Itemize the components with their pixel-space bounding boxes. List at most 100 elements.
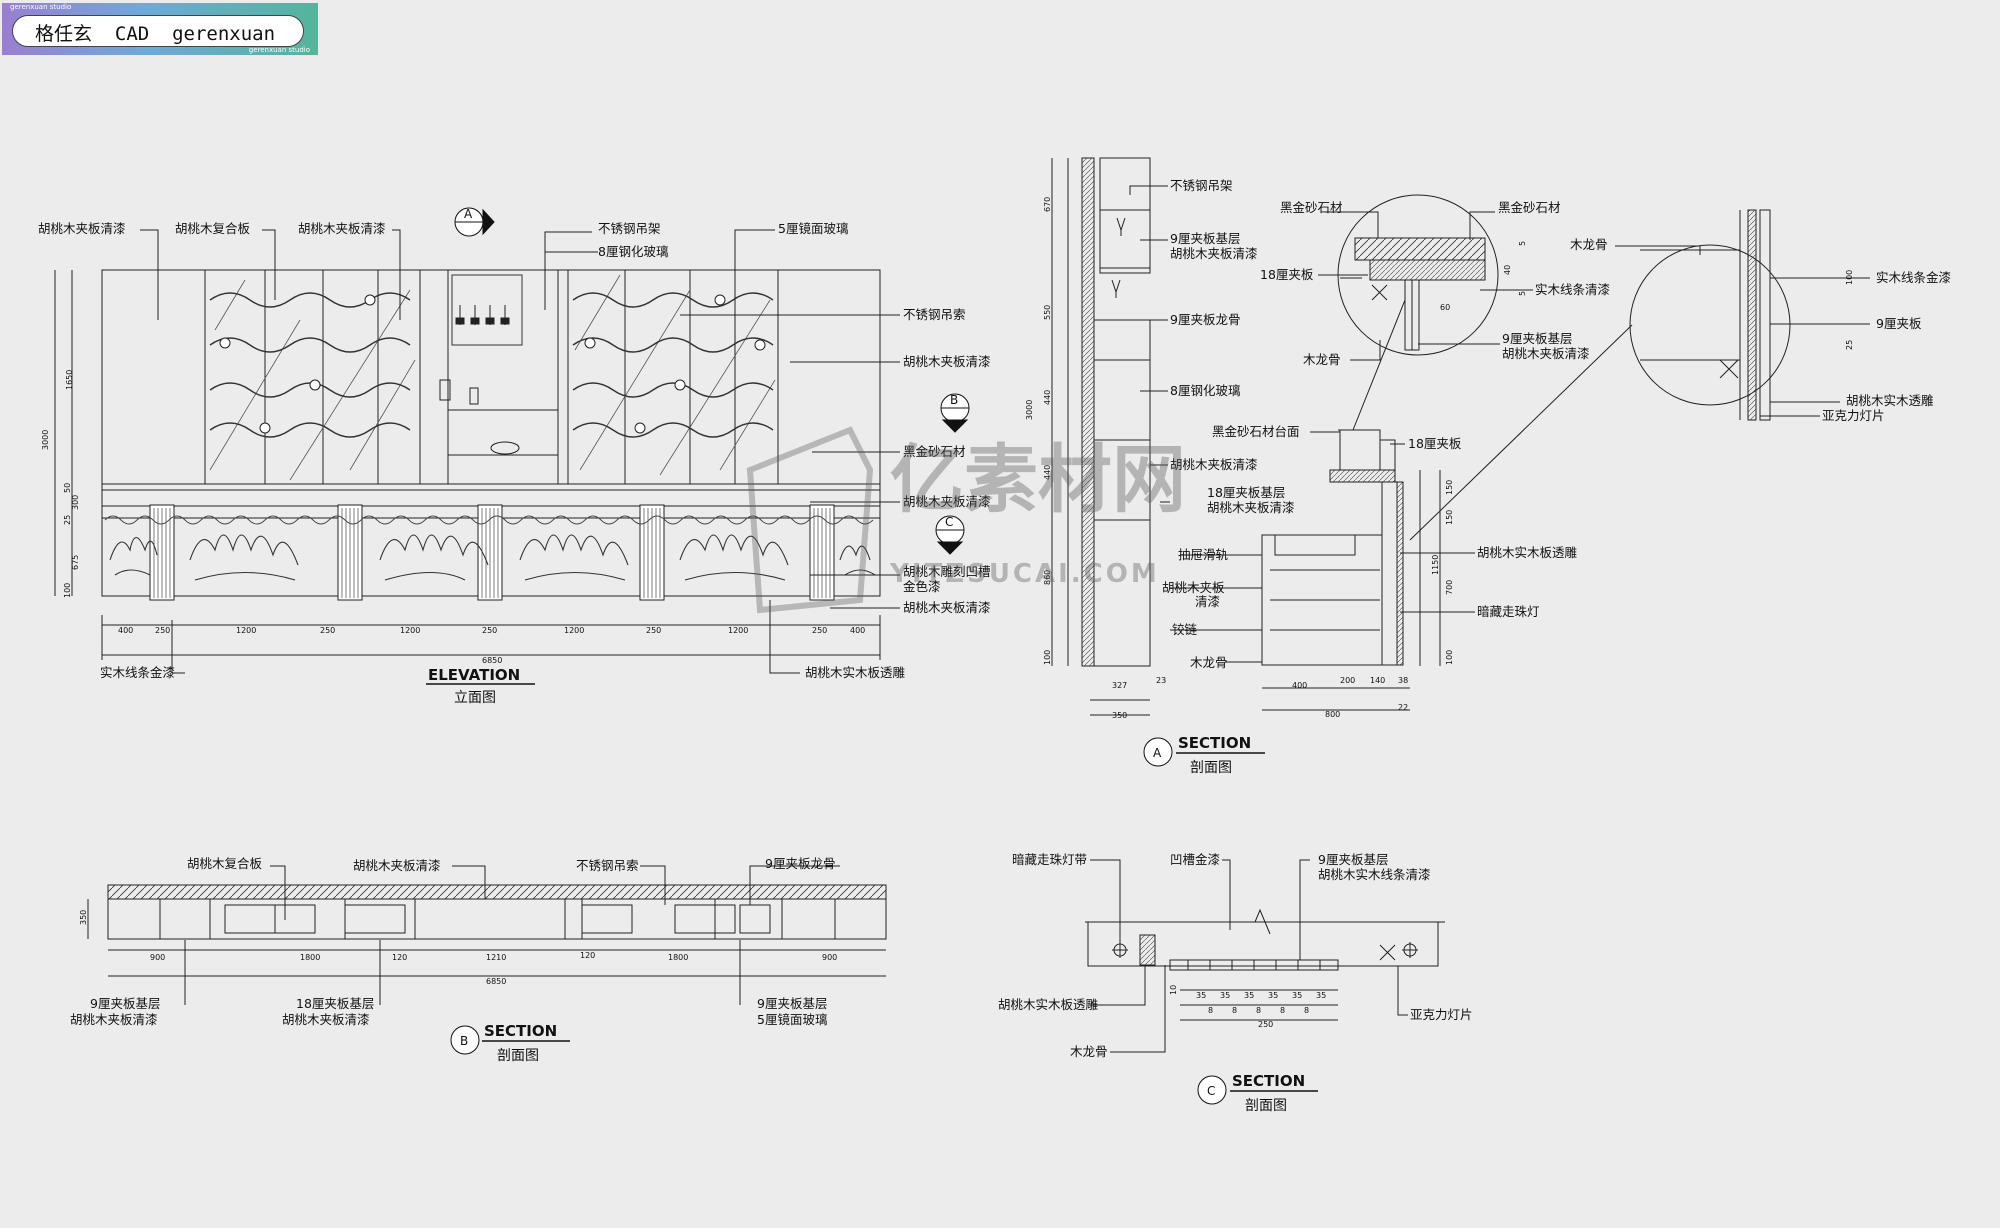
sec-a-label-4: 9厘夹板龙骨 [1170,312,1240,327]
section-a-caption: A SECTION 剖面图 [1143,734,1265,776]
svg-text:900: 900 [150,953,165,962]
central-niche [447,269,559,485]
title-pill: 格任玄 CAD gerenxuan [12,15,304,47]
svg-text:60: 60 [1440,303,1450,312]
section-b-labels: 胡桃木复合板 胡桃木夹板清漆 不锈钢吊索 9厘夹板龙骨 9厘夹板基层 胡桃木夹板… [70,856,837,1027]
elevation-drawing [54,269,881,660]
svg-text:凹槽金漆: 凹槽金漆 [1170,852,1220,867]
elevation-caption-en: ELEVATION [428,666,520,684]
svg-text:5厘镜面玻璃: 5厘镜面玻璃 [757,1012,827,1027]
glass-bay-left [204,269,421,485]
svg-text:18厘夹板基层: 18厘夹板基层 [296,996,374,1011]
sec-a-label-12: 胡桃木夹板 [1162,580,1225,595]
svg-text:250: 250 [812,626,827,635]
svg-text:8: 8 [1208,1006,1213,1015]
elev-label-13: 胡桃木夹板清漆 [903,600,991,615]
sec-a-label-13: 清漆 [1195,594,1220,609]
svg-text:250: 250 [320,626,335,635]
svg-text:胡桃木实木线条清漆: 胡桃木实木线条清漆 [1318,867,1431,882]
svg-text:9厘夹板基层: 9厘夹板基层 [1318,852,1388,867]
svg-text:1210: 1210 [486,953,506,962]
elevation-leaders [140,229,900,674]
svg-text:8: 8 [1232,1006,1237,1015]
section-c-leaders [1090,859,1408,1053]
svg-text:不锈钢吊索: 不锈钢吊索 [576,858,639,873]
svg-text:700: 700 [1445,580,1454,595]
section-a-labels: 不锈钢吊架 9厘夹板基层 胡桃木夹板清漆 9厘夹板龙骨 8厘钢化玻璃 黑金砂石材… [1162,178,1578,670]
svg-text:35: 35 [1316,991,1326,1000]
svg-text:9厘夹板基层: 9厘夹板基层 [90,996,160,1011]
svg-text:140: 140 [1370,676,1385,685]
svg-text:350: 350 [1112,711,1127,720]
svg-text:250: 250 [482,626,497,635]
section-c-drawing [1085,908,1445,1021]
elev-label-7: 不锈钢吊索 [903,307,966,322]
svg-text:440: 440 [1043,465,1052,480]
elev-label-10: 胡桃木夹板清漆 [903,494,991,509]
sec-a-label-9: 18厘夹板基层 [1207,485,1285,500]
upper-wall-panel [101,269,881,485]
svg-text:3000: 3000 [41,430,50,450]
elev-label-1: 胡桃木夹板清漆 [38,221,126,236]
sec-a-label-16: 胡桃木实木板透雕 [1477,545,1578,560]
svg-text:150: 150 [1445,480,1454,495]
detail-2-labels: 木龙骨 实木线条金漆 9厘夹板 胡桃木实木透雕 亚克力灯片 100 25 [1570,237,1951,423]
svg-text:22: 22 [1398,703,1408,712]
svg-text:35: 35 [1196,991,1206,1000]
svg-text:5: 5 [1518,291,1527,296]
sec-a-label-17: 暗藏走珠灯 [1477,604,1540,619]
svg-text:9厘夹板基层: 9厘夹板基层 [1502,331,1572,346]
sec-a-label-10: 胡桃木夹板清漆 [1207,500,1295,515]
svg-text:675: 675 [71,555,80,570]
marker-a-label: A [464,207,473,221]
marker-a-symbol: A [454,207,495,237]
svg-text:剖面图: 剖面图 [497,1048,539,1064]
svg-text:800: 800 [1325,710,1340,719]
svg-text:50: 50 [63,483,72,493]
svg-text:35: 35 [1292,991,1302,1000]
sec-a-label-1: 不锈钢吊架 [1170,178,1233,193]
watermark: 亿素材网 YITZSUCAI.COM [746,426,1186,614]
svg-text:木龙骨: 木龙骨 [1070,1044,1108,1059]
svg-text:100: 100 [63,583,72,598]
sec-a-label-2: 9厘夹板基层 [1170,231,1240,246]
svg-text:C: C [1207,1084,1215,1098]
section-a-dims: 670 550 3000 440 440 860 100 327 23 350 … [1025,197,1454,720]
svg-text:SECTION: SECTION [1232,1072,1305,1090]
svg-text:25: 25 [63,515,72,525]
svg-text:8: 8 [1280,1006,1285,1015]
marker-c-label: C [945,515,953,529]
section-a-caption-cn: 剖面图 [1190,760,1232,776]
section-c-caption: C SECTION 剖面图 [1197,1072,1318,1114]
svg-text:100: 100 [1845,270,1854,285]
svg-text:400: 400 [850,626,865,635]
svg-text:5: 5 [1518,241,1527,246]
detail-1-drawing [1337,194,1499,431]
svg-text:9厘夹板: 9厘夹板 [1876,316,1922,331]
svg-text:黑金砂石材: 黑金砂石材 [1498,200,1561,215]
svg-text:200: 200 [1340,676,1355,685]
sheet-title: 格任玄 CAD gerenxuan [35,23,276,45]
svg-text:120: 120 [580,951,595,960]
sec-a-label-15: 木龙骨 [1190,655,1228,670]
svg-text:120: 120 [392,953,407,962]
svg-text:剖面图: 剖面图 [1245,1098,1287,1114]
svg-text:1200: 1200 [400,626,420,635]
svg-text:150: 150 [1445,510,1454,525]
svg-text:100: 100 [1043,650,1052,665]
svg-text:胡桃木实木板透雕: 胡桃木实木板透雕 [998,997,1099,1012]
elev-label-3: 胡桃木夹板清漆 [298,221,386,236]
title-banner: gerenxuan studio 格任玄 CAD gerenxuan geren… [2,3,318,55]
svg-text:400: 400 [118,626,133,635]
sec-a-label-14: 铰链 [1172,622,1198,637]
elevation-caption-cn: 立面图 [454,690,496,706]
svg-text:胡桃木夹板清漆: 胡桃木夹板清漆 [1502,346,1590,361]
svg-text:9厘夹板基层: 9厘夹板基层 [757,996,827,1011]
section-b-caption: B SECTION 剖面图 [450,1022,570,1064]
detail-2-leaders [1615,245,1870,417]
elev-label-2: 胡桃木复合板 [175,221,251,236]
svg-text:亚克力灯片: 亚克力灯片 [1410,1007,1473,1022]
svg-text:860: 860 [1043,570,1052,585]
